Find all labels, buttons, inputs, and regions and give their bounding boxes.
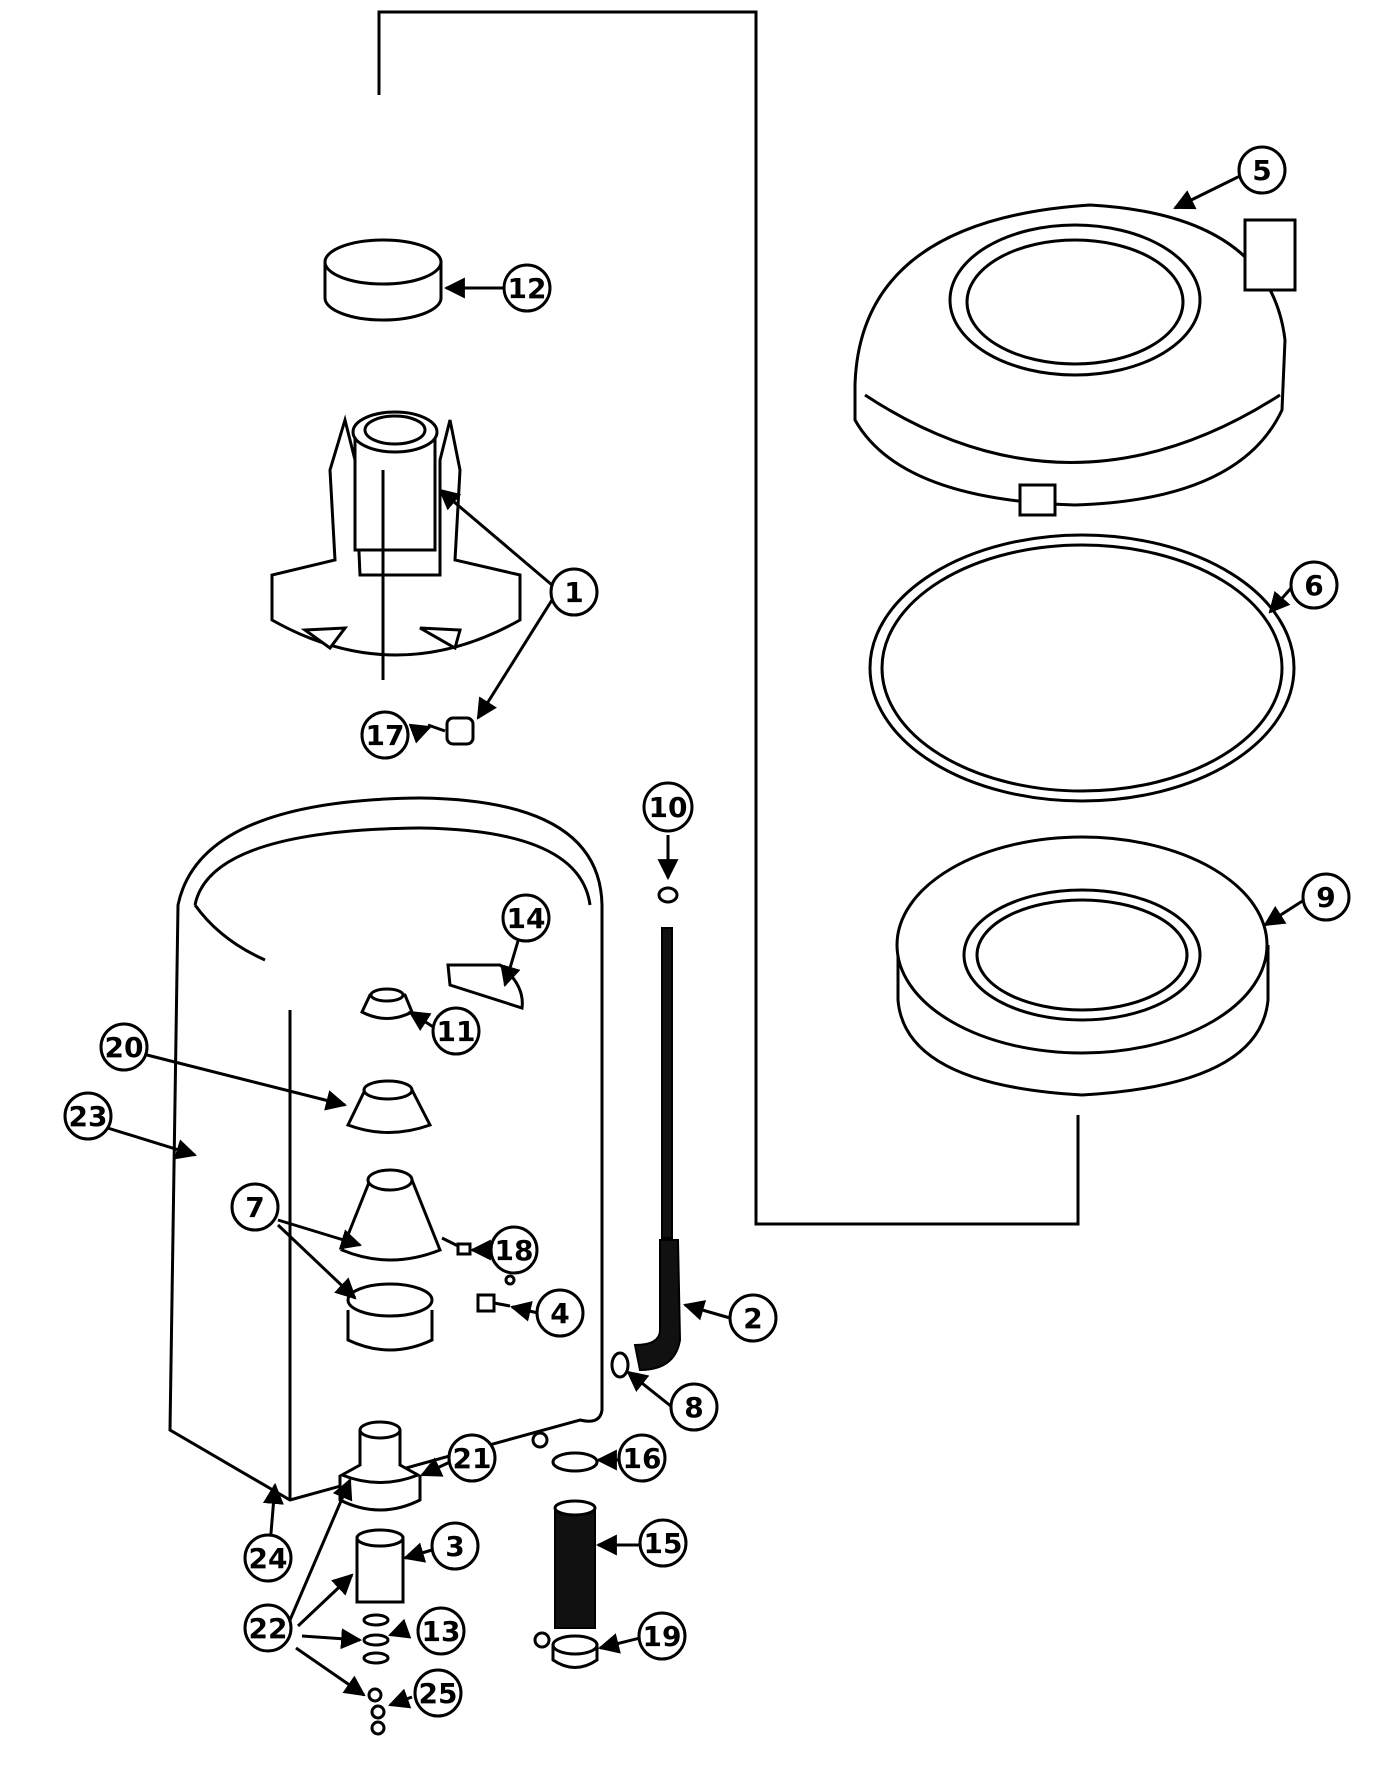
callout-19: 19 [637, 1611, 687, 1661]
svg-text:4: 4 [550, 1297, 569, 1330]
svg-text:9: 9 [1316, 881, 1335, 914]
callout-6: 6 [1289, 560, 1339, 610]
part-11-nut [360, 987, 414, 1020]
callout-9: 9 [1301, 872, 1351, 922]
part-8-ring [610, 1351, 630, 1379]
part-12-cap [323, 238, 443, 322]
callout-17: 17 [360, 710, 410, 760]
leader-lines [97, 174, 1305, 1709]
callout-15: 15 [638, 1518, 688, 1568]
callout-12: 12 [502, 263, 552, 313]
callout-14: 14 [501, 893, 551, 943]
callout-3: 3 [430, 1521, 480, 1571]
part-1-agitator [270, 410, 522, 680]
part-10-clip [657, 886, 679, 904]
svg-text:16: 16 [623, 1442, 662, 1475]
callout-7: 7 [230, 1182, 280, 1232]
callout-11: 11 [431, 1006, 481, 1056]
part-2-hose [633, 927, 682, 1372]
svg-text:14: 14 [507, 902, 546, 935]
svg-text:25: 25 [419, 1677, 458, 1710]
svg-text:18: 18 [495, 1234, 534, 1267]
svg-text:11: 11 [437, 1015, 476, 1048]
callout-16: 16 [617, 1433, 667, 1483]
svg-text:19: 19 [643, 1620, 682, 1653]
svg-text:8: 8 [684, 1391, 703, 1424]
part-20-seal [345, 1079, 433, 1134]
svg-text:21: 21 [453, 1442, 492, 1475]
part-15-hose [553, 1499, 597, 1629]
svg-text:2: 2 [743, 1302, 762, 1335]
part-13-washers [362, 1613, 390, 1665]
callout-2: 2 [728, 1293, 778, 1343]
callout-8: 8 [669, 1382, 719, 1432]
part-9-balance-ring [895, 835, 1270, 1097]
svg-text:15: 15 [644, 1527, 683, 1560]
group-bracket [377, 10, 1080, 1226]
svg-text:12: 12 [508, 272, 547, 305]
svg-text:10: 10 [649, 791, 688, 824]
part-7-hub [340, 1168, 442, 1352]
svg-text:5: 5 [1252, 154, 1271, 187]
svg-text:23: 23 [69, 1100, 108, 1133]
callout-10: 10 [642, 781, 694, 833]
callout-1: 1 [549, 567, 599, 617]
callout-23: 23 [63, 1091, 113, 1141]
callout-13: 13 [416, 1606, 466, 1656]
svg-text:13: 13 [422, 1615, 461, 1648]
callout-21: 21 [447, 1433, 497, 1483]
svg-text:7: 7 [245, 1191, 264, 1224]
part-17-bolt [427, 716, 475, 746]
callout-18: 18 [489, 1225, 539, 1275]
svg-text:1: 1 [564, 576, 583, 609]
part-25-nuts [367, 1687, 386, 1736]
callout-22: 22 [243, 1603, 293, 1653]
part-5-tub-cover [853, 203, 1297, 517]
svg-text:17: 17 [366, 719, 405, 752]
part-16-clamp [531, 1431, 599, 1473]
callout-20: 20 [99, 1022, 149, 1072]
svg-text:24: 24 [249, 1542, 288, 1575]
callout-25: 25 [413, 1668, 463, 1718]
svg-text:20: 20 [105, 1031, 144, 1064]
part-4-screw [476, 1274, 516, 1313]
callout-4: 4 [535, 1288, 585, 1338]
callout-5: 5 [1237, 145, 1287, 195]
svg-text:3: 3 [445, 1530, 464, 1563]
part-3-sleeve [355, 1528, 405, 1604]
part-6-ring [868, 533, 1296, 803]
callout-24: 24 [243, 1533, 293, 1583]
svg-text:6: 6 [1304, 569, 1323, 602]
part-19-clamp [533, 1631, 599, 1669]
svg-text:22: 22 [249, 1612, 288, 1645]
